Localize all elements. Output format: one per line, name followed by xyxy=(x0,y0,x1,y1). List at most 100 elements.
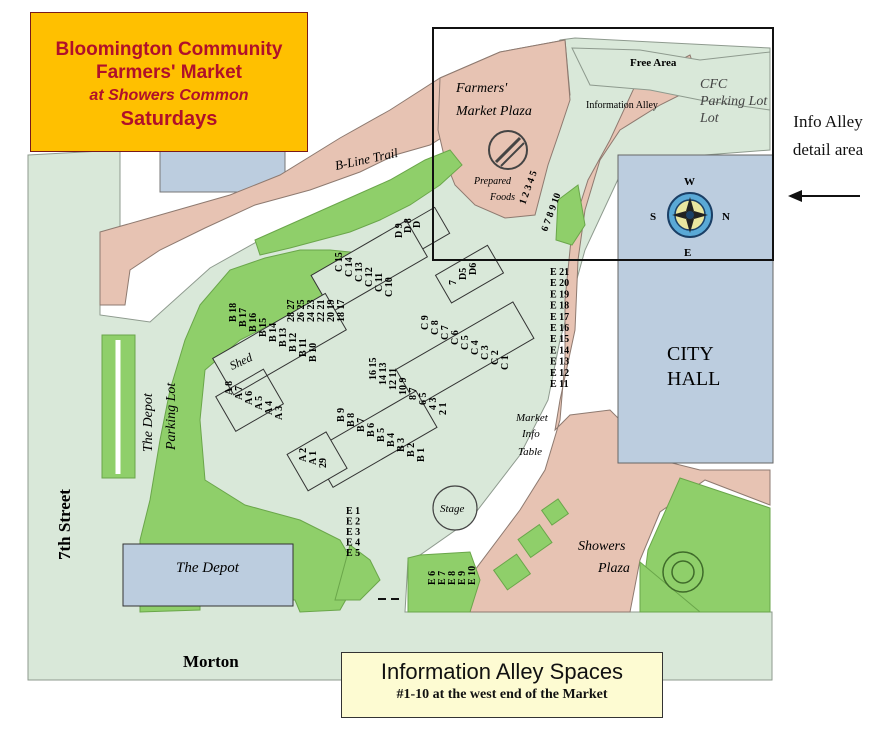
stall-label: C 9 xyxy=(420,315,431,330)
stall-label: B 4 xyxy=(386,433,397,447)
stall-label: 16 15 xyxy=(368,358,379,381)
stall-label: 12 11 xyxy=(388,368,399,390)
city-hall-label-2: HALL xyxy=(667,368,720,390)
info-alley-legend: Information Alley Spaces #1-10 at the we… xyxy=(341,652,663,718)
stall-label: A 6 xyxy=(244,391,255,405)
stall-label: E 17 xyxy=(550,312,569,323)
stall-label: A 2 xyxy=(298,448,309,462)
stage-circle xyxy=(432,485,478,531)
stall-label: A 5 xyxy=(254,396,265,410)
stall-label: 14 13 xyxy=(378,363,389,386)
compass-icon xyxy=(667,192,713,238)
stall-label: B 2 xyxy=(406,443,417,457)
stall-label: B 18 xyxy=(228,303,239,322)
title-line-4: Saturdays xyxy=(120,108,218,130)
stall-block-a-small xyxy=(286,431,348,492)
stall-label: E 19 xyxy=(550,289,569,300)
compass-east: N xyxy=(722,211,730,223)
stall-label: B 16 xyxy=(248,313,259,332)
info-alley-side-note: Info Alley detail area xyxy=(783,108,873,164)
stall-label: C 11 xyxy=(374,273,385,292)
stage-label: Stage xyxy=(440,503,465,515)
stall-label: B 15 xyxy=(258,318,269,337)
seventh-street-label: 7th Street xyxy=(55,489,74,560)
stall-label: 6 5 xyxy=(418,393,429,406)
info-alley-detail-frame xyxy=(432,27,774,261)
showers-green-east xyxy=(639,477,771,613)
stall-label: 2 1 xyxy=(438,403,449,416)
farmers-market-plaza-label-2: Market Plaza xyxy=(455,104,532,119)
stall-label: 7 xyxy=(448,280,459,285)
stall-label: E 2 xyxy=(346,517,360,528)
title-box: Bloomington Community Farmers' Market at… xyxy=(30,12,308,152)
stall-label: B 3 xyxy=(396,438,407,452)
stall-label: E 20 xyxy=(550,278,569,289)
depot-parking-label-1: The Depot xyxy=(141,392,156,452)
stall-label: 29 xyxy=(318,458,329,468)
stall-label: B 7 xyxy=(356,418,367,432)
stall-label: 24 23 xyxy=(306,300,317,323)
stall-label: C 3 xyxy=(480,345,491,360)
stall-label: 8 7 xyxy=(408,388,419,401)
prepared-foods-label-2: Foods xyxy=(489,192,515,203)
planter-1 xyxy=(492,553,532,591)
stall-label: D 8 xyxy=(403,218,414,233)
compass-west: S xyxy=(650,211,656,223)
cfc-label-1: CFC xyxy=(700,77,728,92)
stall-label: 22 21 xyxy=(316,300,327,323)
the-depot-label: The Depot xyxy=(176,560,240,576)
market-info-label-2: Info xyxy=(521,428,540,440)
stall-block-b-upper xyxy=(212,292,347,396)
free-area-label: Free Area xyxy=(630,57,677,69)
prepared-foods-slash xyxy=(494,136,522,164)
stall-label: C 5 xyxy=(460,335,471,350)
stall-label: E 21 xyxy=(550,267,569,278)
stall-label: C 2 xyxy=(490,350,501,365)
stall-label: B 9 xyxy=(336,408,347,422)
stall-label: B 13 xyxy=(278,328,289,347)
stall-label: B 12 xyxy=(288,333,299,352)
stall-label: B 10 xyxy=(308,343,319,362)
stall-label: 4 3 xyxy=(428,398,439,411)
stall-label: C 10 xyxy=(384,277,395,297)
stall-label: E 11 xyxy=(550,379,569,390)
depot-building xyxy=(122,543,294,607)
stall-label: D 9 xyxy=(394,223,405,238)
stall-label: B 11 xyxy=(298,338,309,357)
showers-plaza-label-2: Plaza xyxy=(597,561,630,576)
cfc-label-3: Lot xyxy=(699,111,720,126)
lawn-north xyxy=(254,149,463,256)
title-line-3: at Showers Common xyxy=(89,87,249,104)
lawn-south xyxy=(407,551,481,613)
side-note-line-2: detail area xyxy=(792,140,864,159)
stall-label: C 4 xyxy=(470,340,481,355)
stall-label: A 4 xyxy=(264,401,275,415)
stall-label: D xyxy=(412,221,423,228)
title-line-2: Farmers' Market xyxy=(95,62,243,83)
stall-label: C 14 xyxy=(344,257,355,277)
prepared-foods-emblem xyxy=(488,130,528,170)
stall-label: A 8 xyxy=(224,381,235,395)
stall-label: A 1 xyxy=(308,451,319,465)
side-note-line-1: Info Alley xyxy=(793,112,863,131)
stall-label: E 18 xyxy=(550,301,569,312)
stall-label: E 1 xyxy=(346,506,360,517)
stall-label: B 17 xyxy=(238,308,249,327)
stall-label: E 15 xyxy=(550,334,569,345)
stall-label: C 15 xyxy=(334,252,345,272)
stall-label: E 8 xyxy=(447,571,458,585)
stall-block-c-upper xyxy=(310,219,429,313)
farmers-market-plaza-label-1: Farmers' xyxy=(455,81,508,96)
stall-label: E 13 xyxy=(550,357,569,368)
stall-label: C 12 xyxy=(364,267,375,287)
prepared-foods-label-1: Prepared xyxy=(473,176,512,187)
cfc-label-2: Parking Lot xyxy=(699,94,768,109)
stall-label: B 5 xyxy=(376,428,387,442)
stall-label: D6 xyxy=(468,263,479,275)
stall-block-a-shed xyxy=(215,368,285,433)
stall-label: B 14 xyxy=(268,323,279,342)
stall-label: A 7 xyxy=(234,386,245,400)
title-line-1: Bloomington Community xyxy=(55,39,283,60)
